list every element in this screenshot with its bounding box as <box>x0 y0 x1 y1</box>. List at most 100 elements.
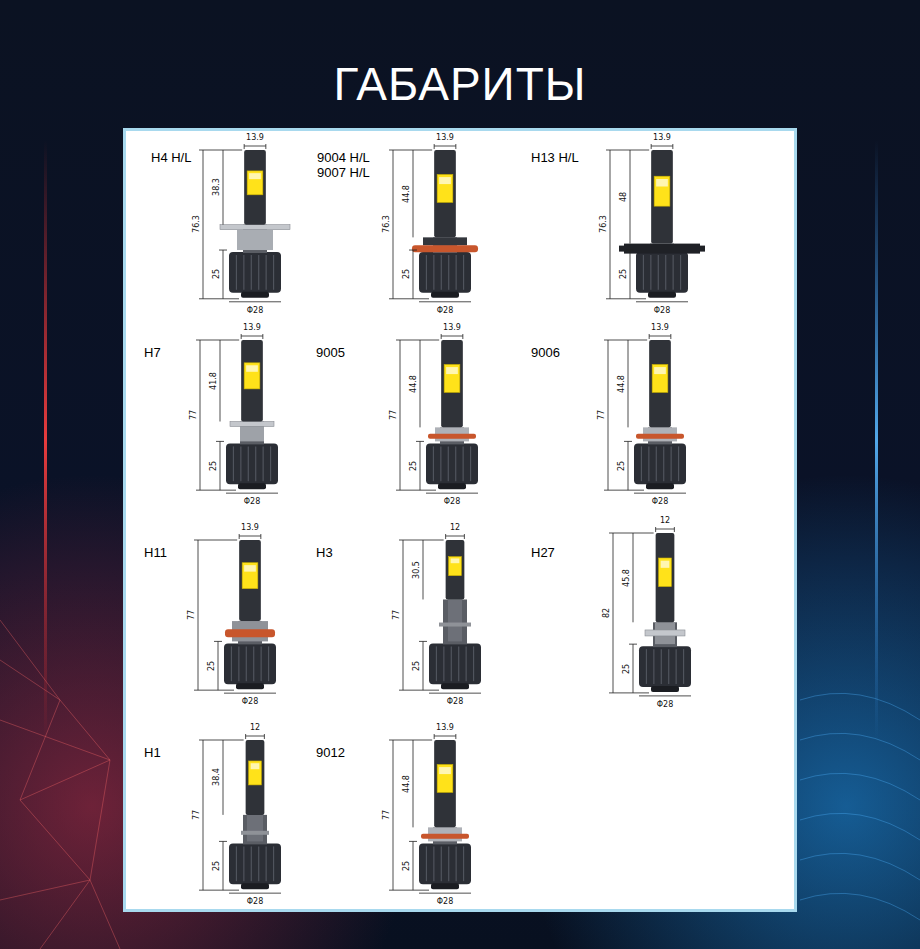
dimension-line <box>203 150 204 299</box>
extension-line <box>199 740 244 741</box>
led-bulb <box>224 540 276 689</box>
heatsink-fin <box>266 846 267 881</box>
extension-line <box>434 144 435 149</box>
diameter-dimension: Φ28 <box>246 897 264 906</box>
led-highlight <box>251 763 260 769</box>
extension-line <box>604 490 644 491</box>
heatsink-fin <box>673 255 674 290</box>
extension-line <box>389 298 429 299</box>
dimension-line <box>223 250 224 299</box>
heatsink-fin <box>663 446 664 481</box>
extension-line <box>262 334 263 339</box>
led-chip <box>249 761 262 785</box>
base <box>425 252 465 253</box>
dimension-line <box>413 841 414 890</box>
heatsink-height-dimension: 25 <box>209 460 218 472</box>
diameter-dimension: Φ28 <box>436 897 454 906</box>
base-ring <box>241 831 269 835</box>
base-tab <box>645 630 685 636</box>
height-dimension: 38.3 <box>212 177 221 197</box>
heatsink <box>419 843 471 884</box>
dimension-line <box>420 441 421 490</box>
base-plate <box>439 623 471 627</box>
led-chip <box>242 563 258 589</box>
heatsink-fin <box>656 446 657 481</box>
heatsink <box>229 843 281 884</box>
base <box>237 230 273 250</box>
heatsink-fin <box>236 846 237 881</box>
heatsink-cap <box>648 292 676 298</box>
heatsink-height-dimension: 25 <box>207 660 216 672</box>
heatsink-fin <box>243 255 244 290</box>
extension-line <box>264 734 265 739</box>
dimension-line <box>400 340 401 490</box>
height-dimension: 41.8 <box>209 371 218 391</box>
heatsink-fin <box>678 446 679 481</box>
dimension-line <box>608 340 609 490</box>
led-chip <box>244 363 260 389</box>
heatsink-height-dimension: 25 <box>212 860 221 872</box>
dimension-line <box>434 146 456 147</box>
extension-line <box>455 734 456 739</box>
dimension-line <box>441 336 463 337</box>
heatsink-fin <box>650 255 651 290</box>
heatsink-fin <box>448 846 449 881</box>
led-bulb <box>412 150 478 298</box>
extension-line <box>194 690 234 691</box>
total-height-dimension: 77 <box>189 409 198 421</box>
heatsink-fin <box>426 846 427 881</box>
heatsink <box>229 252 281 293</box>
dimension-line <box>244 146 266 147</box>
extension-line <box>649 334 650 339</box>
bulb-name: 9005 <box>315 345 346 360</box>
heatsink-fin <box>440 446 441 481</box>
extension-line <box>606 150 649 151</box>
dimension-line <box>220 441 221 490</box>
o-ring <box>636 434 684 439</box>
heatsink-fin <box>433 446 434 481</box>
led-bulb <box>419 740 471 889</box>
heatsink-height-dimension: 25 <box>622 662 631 674</box>
diameter-dimension: Φ28 <box>243 497 261 506</box>
heatsink-height-dimension: 25 <box>619 268 628 280</box>
total-height-dimension: 76.3 <box>382 214 391 234</box>
heatsink-fin <box>668 649 669 684</box>
dimension-line <box>423 641 424 690</box>
stem <box>247 815 263 842</box>
bulb-name: H13 H/L <box>530 150 580 165</box>
led-highlight <box>246 365 258 372</box>
diameter-dimension: Φ28 <box>443 497 461 506</box>
total-height-dimension: 77 <box>389 409 398 421</box>
heatsink-cap <box>431 292 459 298</box>
heatsink-fin <box>646 649 647 684</box>
dimensions <box>396 334 478 493</box>
dimension-line <box>636 301 688 302</box>
height-dimension: 45.8 <box>622 568 631 588</box>
heatsink-fin <box>456 846 457 881</box>
base-flange <box>220 225 290 230</box>
led-column <box>434 150 456 237</box>
dimension-line <box>429 693 481 694</box>
heatsink-fin <box>463 846 464 881</box>
red-light-line <box>44 140 47 740</box>
dimension-line <box>413 250 414 299</box>
led-column <box>241 340 263 422</box>
heatsink-fin <box>683 649 684 684</box>
base <box>644 253 680 254</box>
dimensions <box>606 144 688 302</box>
dimension-line <box>628 340 629 427</box>
dimension-line <box>426 493 478 494</box>
o-ring <box>421 834 469 839</box>
heatsink-fin <box>263 446 264 481</box>
dimension-line <box>423 540 424 599</box>
dimension-line <box>203 740 204 890</box>
extension-line <box>455 144 456 149</box>
heatsink-fin <box>463 446 464 481</box>
dimension-line <box>246 736 265 737</box>
width-dimension: 12 <box>249 723 261 732</box>
dimension-line <box>633 644 634 693</box>
led-chip <box>437 764 453 792</box>
total-height-dimension: 77 <box>597 409 606 421</box>
